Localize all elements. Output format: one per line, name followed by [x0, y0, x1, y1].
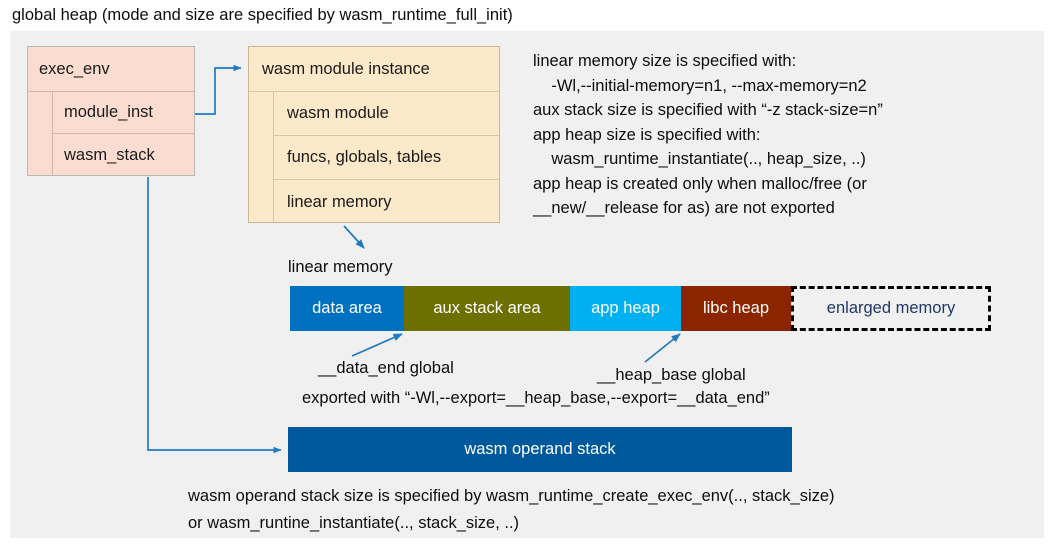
memory-segment-label: app heap — [591, 299, 660, 317]
memory-segment-label: enlarged memory — [826, 299, 956, 317]
memory-segment-aux-stack-area[interactable]: aux stack area — [404, 286, 570, 331]
linear-memory-notes: linear memory size is specified with: -W… — [533, 52, 883, 217]
exec-env-box[interactable]: exec_env module_inst wasm_stack — [27, 46, 195, 176]
memory-segment-libc-heap[interactable]: libc heap — [681, 286, 791, 331]
annotation-data-end: __data_end global — [318, 359, 454, 377]
annotation-heap-base: __heap_base global — [597, 366, 746, 384]
memory-segment-enlarged-memory[interactable]: enlarged memory — [791, 286, 991, 331]
wmi-row-funcs-globals-tables[interactable]: funcs, globals, tables — [274, 136, 499, 180]
linear-memory-bar-label: linear memory — [288, 258, 393, 276]
memory-segment-data-area[interactable]: data area — [290, 286, 404, 331]
exec-env-row-module-inst[interactable]: module_inst — [53, 92, 194, 134]
exec-env-gutter — [28, 92, 53, 175]
annotation-export-flags: exported with “-Wl,--export=__heap_base,… — [302, 389, 770, 407]
wasm-module-instance-header: wasm module instance — [249, 47, 499, 92]
wasm-operand-stack-bar[interactable]: wasm operand stack — [288, 427, 792, 472]
linear-memory-bar: data area aux stack area app heap libc heap… — [290, 286, 991, 331]
wasm-module-instance-gutter — [249, 92, 274, 222]
memory-segment-label: libc heap — [702, 299, 770, 317]
memory-segment-label: aux stack area — [433, 299, 541, 317]
wmi-row-wasm-module[interactable]: wasm module — [274, 92, 499, 136]
wasm-module-instance-box[interactable]: wasm module instance wasm module funcs, … — [248, 46, 500, 223]
operand-stack-notes: wasm operand stack size is specified by … — [188, 487, 835, 532]
wmi-row-linear-memory[interactable]: linear memory — [287, 192, 392, 211]
exec-env-header: exec_env — [28, 47, 194, 92]
memory-segment-app-heap[interactable]: app heap — [570, 286, 681, 331]
exec-env-row-wasm-stack[interactable]: wasm_stack — [64, 145, 155, 164]
memory-segment-label: data area — [312, 299, 382, 317]
page-title: global heap (mode and size are specified… — [12, 6, 513, 24]
